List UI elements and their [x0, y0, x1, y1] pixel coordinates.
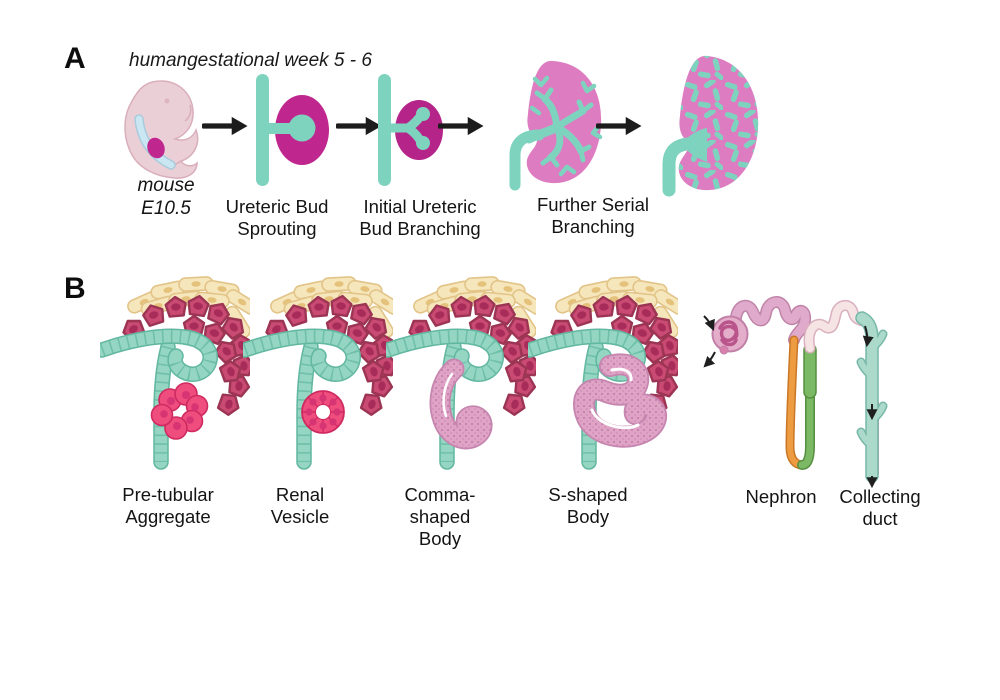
- arrow-right-icon: [202, 116, 248, 136]
- ascending-limb: [797, 343, 817, 470]
- panel-a-title: humangestational week 5 - 6: [129, 50, 372, 71]
- stage-label-ureteric-bud-sprouting: Ureteric Bud Sprouting: [225, 196, 329, 239]
- arrow-right-icon: [596, 116, 642, 136]
- renal-vesicle: [301, 390, 345, 434]
- pretubular-aggregate: [150, 382, 209, 440]
- pretubular-aggregate-illustration: [100, 272, 250, 477]
- descending-limb: [785, 335, 807, 470]
- stage-label-initial-bud-branching: Initial Ureteric Bud Branching: [359, 196, 481, 239]
- flow-arrows: [703, 315, 878, 489]
- s-shaped-body: [573, 353, 668, 448]
- stage-label-comma-shaped-body: Comma- shaped Body: [404, 484, 476, 549]
- distal-tubule: [803, 300, 872, 354]
- renal-vesicle-illustration: [243, 272, 393, 477]
- stage-label-renal-vesicle: Renal Vesicle: [270, 484, 330, 527]
- s-shaped-body-illustration: [528, 272, 678, 477]
- glomerulus: [711, 315, 749, 355]
- nephron-label: Nephron: [745, 486, 817, 507]
- serial-branching-kidney-illustration: [509, 60, 603, 191]
- initial-bud-branching-illustration: [378, 74, 443, 186]
- mouse-stage-caption: mouse E10.5: [137, 175, 195, 219]
- collecting-duct: [855, 311, 888, 483]
- comma-shaped-body: [429, 358, 493, 450]
- panel-b-label: B: [64, 272, 86, 305]
- ureteric-bud-sprouting-illustration: [256, 74, 329, 186]
- collecting-duct-label: Collecting duct: [839, 486, 921, 529]
- proximal-tubule: [729, 296, 812, 346]
- arrow-right-icon: [438, 116, 484, 136]
- comma-shaped-body-illustration: [386, 272, 536, 477]
- stage-label-s-shaped-body: S-shaped Body: [548, 484, 628, 527]
- panel-a-label: A: [64, 42, 86, 75]
- mature-branched-kidney-illustration: [662, 55, 759, 197]
- stage-label-further-serial-branching: Further Serial Branching: [536, 194, 650, 237]
- stage-label-pretubular-aggregate: Pre-tubular Aggregate: [122, 484, 214, 527]
- mouse-embryo-illustration: [124, 80, 199, 179]
- nephron-collecting-duct-illustration: [703, 296, 888, 489]
